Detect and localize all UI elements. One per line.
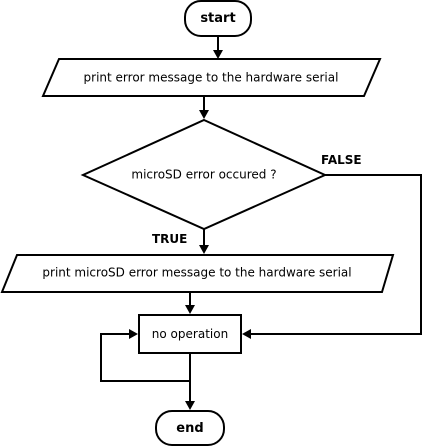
no-operation-node: no operation <box>138 314 242 354</box>
edge-print-error-to-decision <box>199 96 209 119</box>
print-error-node: print error message to the hardware seri… <box>41 58 382 97</box>
end-label: end <box>176 421 203 436</box>
edge-decision-to-print-microsd-error <box>199 229 209 254</box>
decision-node: microSD error occured ? <box>80 118 328 231</box>
decision-label: microSD error occured ? <box>131 168 276 182</box>
print-error-label: print error message to the hardware seri… <box>84 71 339 85</box>
false-branch-label: FALSE <box>321 153 362 167</box>
edge-no-operation-loop <box>100 329 190 382</box>
no-operation-label: no operation <box>152 327 228 341</box>
true-branch-label: TRUE <box>152 232 187 246</box>
edge-no-operation-to-end <box>185 353 195 410</box>
start-node: start <box>184 0 252 37</box>
edge-decision-to-no-operation <box>242 174 422 339</box>
edge-start-to-print-error <box>213 36 223 59</box>
branch-labels: FALSE TRUE <box>152 153 362 246</box>
print-microsd-error-node: print microSD error message to the hardw… <box>0 254 395 293</box>
nodes: start print error message to the hardwar… <box>0 0 395 446</box>
edges <box>100 36 422 410</box>
start-label: start <box>200 11 235 26</box>
end-node: end <box>155 410 225 446</box>
edge-print-microsd-error-to-no-operation <box>185 292 195 314</box>
print-microsd-error-label: print microSD error message to the hardw… <box>42 266 351 280</box>
